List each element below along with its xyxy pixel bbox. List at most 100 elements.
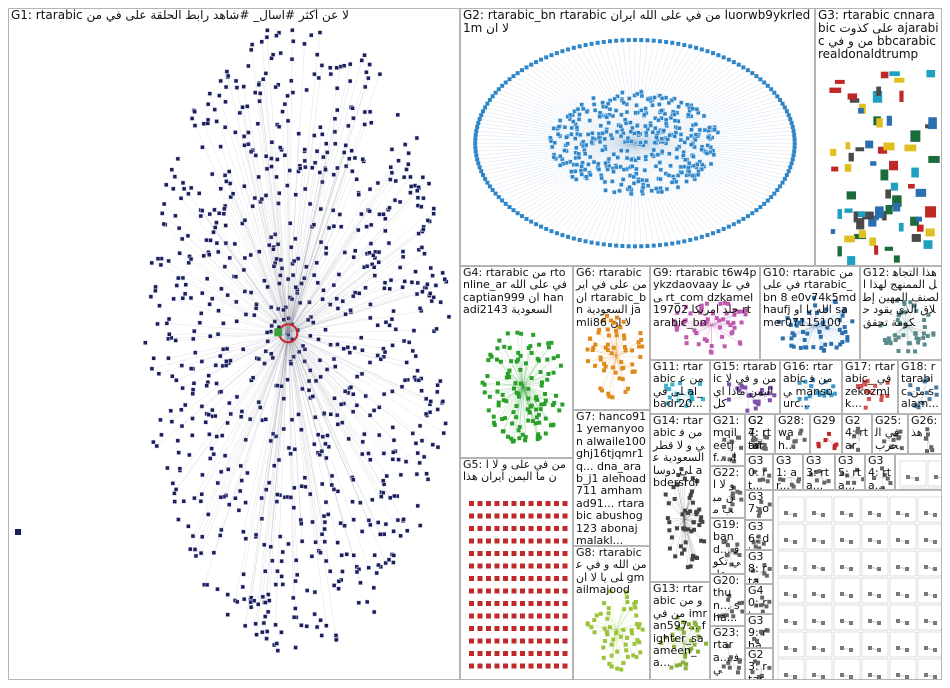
node bbox=[554, 539, 559, 544]
node bbox=[403, 378, 407, 382]
node bbox=[679, 138, 683, 142]
node bbox=[318, 170, 322, 174]
group-panel-g6[interactable]: G6: rtarabic من على في ايران rtarabic_bn… bbox=[573, 266, 650, 410]
node bbox=[481, 173, 485, 177]
group-panel-g5x[interactable] bbox=[895, 454, 942, 490]
node bbox=[372, 408, 376, 412]
group-panel-g18[interactable]: G18: rtarabic من salam... bbox=[898, 360, 942, 414]
group-panel-g32[interactable]: G23: rtara... في bbox=[745, 648, 773, 680]
group-panel-g4[interactable]: G4: rtarabic من rtonline_ar في على الله … bbox=[460, 266, 573, 458]
node bbox=[159, 433, 163, 437]
node bbox=[849, 153, 854, 162]
group-panel-g23[interactable]: G23: rtara... في bbox=[710, 626, 745, 680]
group-panel-small-grid[interactable] bbox=[773, 490, 942, 680]
node bbox=[478, 614, 483, 619]
node bbox=[549, 229, 553, 233]
node bbox=[537, 539, 542, 544]
node bbox=[324, 624, 328, 628]
node bbox=[238, 489, 242, 493]
group-panel-g13[interactable]: G13: rtarabic و من من في imran597... fig… bbox=[650, 582, 710, 680]
node bbox=[388, 496, 392, 500]
group-panel-g35[interactable]: G35: rta... bbox=[835, 454, 865, 490]
node bbox=[526, 419, 530, 423]
group-panel-g38[interactable]: G38: rta... bbox=[745, 550, 773, 584]
node bbox=[183, 403, 187, 407]
group-panel-g1[interactable]: G1: rtarabic لا عن أكثر #اسأل_ #شاهد راب… bbox=[8, 8, 460, 680]
node bbox=[179, 408, 183, 412]
group-panel-g31[interactable]: G31: ar... bbox=[773, 454, 803, 490]
edge bbox=[288, 161, 398, 334]
group-panel-g17[interactable]: G17: rtarabic_ في zekozmlk... bbox=[842, 360, 898, 414]
group-panel-g36[interactable]: G36: dis... bbox=[745, 520, 773, 550]
group-panel-g24b[interactable]: G24: rtara... bbox=[842, 414, 872, 454]
group-panel-g12[interactable]: G12: هذا التجاهل الممنهج لهذا الصنف المه… bbox=[860, 266, 942, 360]
group-panel-g8[interactable]: G8: rtarabic من الله و في على يا لا ان g… bbox=[573, 546, 650, 680]
node bbox=[495, 664, 500, 669]
node bbox=[600, 388, 604, 392]
mini-group-box bbox=[806, 524, 832, 549]
node bbox=[390, 317, 394, 321]
node bbox=[688, 238, 692, 242]
group-panel-g19[interactable]: G19: band... في تكون عليكم bbox=[710, 518, 745, 574]
group-panel-g5[interactable]: G5: من في على و لا ان ما اليمن ايران هذا bbox=[460, 458, 573, 680]
node bbox=[894, 78, 904, 83]
node bbox=[665, 187, 669, 191]
node bbox=[602, 242, 606, 246]
group-panel-g22[interactable]: G22: و لا ان مبب مشكوك bbox=[710, 466, 745, 518]
node bbox=[332, 173, 336, 177]
group-panel-g34[interactable]: G34: rta... bbox=[865, 454, 895, 490]
node bbox=[705, 233, 709, 237]
node bbox=[552, 371, 556, 375]
group-panel-g14[interactable]: G14: rtarabic من في و لا قطر السعودية عل… bbox=[650, 414, 710, 582]
node bbox=[391, 457, 395, 461]
node bbox=[387, 558, 391, 562]
group-panel-g21[interactable]: G21: mqileetjf... ايران الحرب انت bbox=[710, 414, 745, 466]
group-panel-g3[interactable]: G3: rtarabic cnnarabic على كذوت ajarabic… bbox=[815, 8, 942, 266]
group-panel-g9[interactable]: G9: rtarabic t6w4pykzdaovaay في على rt_c… bbox=[650, 266, 760, 360]
node bbox=[151, 440, 155, 444]
node bbox=[651, 130, 655, 134]
group-panel-g7[interactable]: G7: hanco911 yemanyoon alwaile100 ghj16t… bbox=[573, 410, 650, 546]
group-panel-g37[interactable]: G37: om... bbox=[745, 490, 773, 520]
group-label-g30: G30: rt... bbox=[748, 455, 770, 490]
node bbox=[257, 250, 261, 254]
group-panel-g29[interactable]: G29 bbox=[810, 414, 842, 454]
node bbox=[515, 360, 519, 364]
group-panel-g27[interactable]: G27: rtara... bbox=[745, 414, 775, 454]
group-label-g23: G23: rtara... في bbox=[713, 627, 742, 677]
node bbox=[668, 546, 672, 550]
edge bbox=[267, 37, 288, 333]
node bbox=[644, 107, 648, 111]
edge bbox=[288, 333, 353, 480]
node bbox=[469, 664, 474, 669]
node bbox=[197, 191, 201, 195]
node bbox=[620, 38, 624, 42]
node bbox=[606, 348, 610, 352]
node bbox=[479, 169, 483, 173]
group-panel-g40[interactable]: G40: rt... bbox=[745, 584, 773, 614]
node bbox=[207, 253, 211, 257]
node bbox=[572, 237, 576, 241]
node bbox=[570, 175, 574, 179]
group-panel-g15[interactable]: G15: rtarabic من و في لا اليمن ماذا اي ك… bbox=[710, 360, 780, 414]
node bbox=[364, 70, 368, 74]
group-panel-g2[interactable]: G2: rtarabic_bn rtarabic من في على الله … bbox=[460, 8, 815, 266]
group-panel-g28[interactable]: G28: wah... bbox=[775, 414, 810, 454]
node bbox=[584, 175, 588, 179]
group-panel-g26[interactable]: G26: هذ bbox=[908, 414, 942, 454]
group-panel-g33[interactable]: G33: rta... bbox=[803, 454, 835, 490]
group-panel-g11[interactable]: G11: rtarabic من على في al_badr20... bbox=[650, 360, 710, 414]
node bbox=[874, 245, 878, 254]
node bbox=[418, 306, 422, 310]
group-panel-g10[interactable]: G10: rtarabic من في على rtarabic_bn 8 e0… bbox=[760, 266, 860, 360]
node bbox=[503, 564, 508, 569]
group-panel-g25[interactable]: G25: في الحرب bbox=[872, 414, 908, 454]
group-panel-g30[interactable]: G30: rt... bbox=[745, 454, 773, 490]
edge bbox=[288, 333, 386, 476]
node bbox=[886, 205, 893, 214]
node bbox=[788, 165, 792, 169]
group-panel-g16[interactable]: G16: rtarabic من في mansourc... bbox=[780, 360, 842, 414]
group-panel-g20[interactable]: G20: thun... sha... alex... bbox=[710, 574, 745, 626]
group-panel-g39[interactable]: G39: rhal... bbox=[745, 614, 773, 648]
group-label-g34: G34: rta... bbox=[868, 455, 892, 490]
